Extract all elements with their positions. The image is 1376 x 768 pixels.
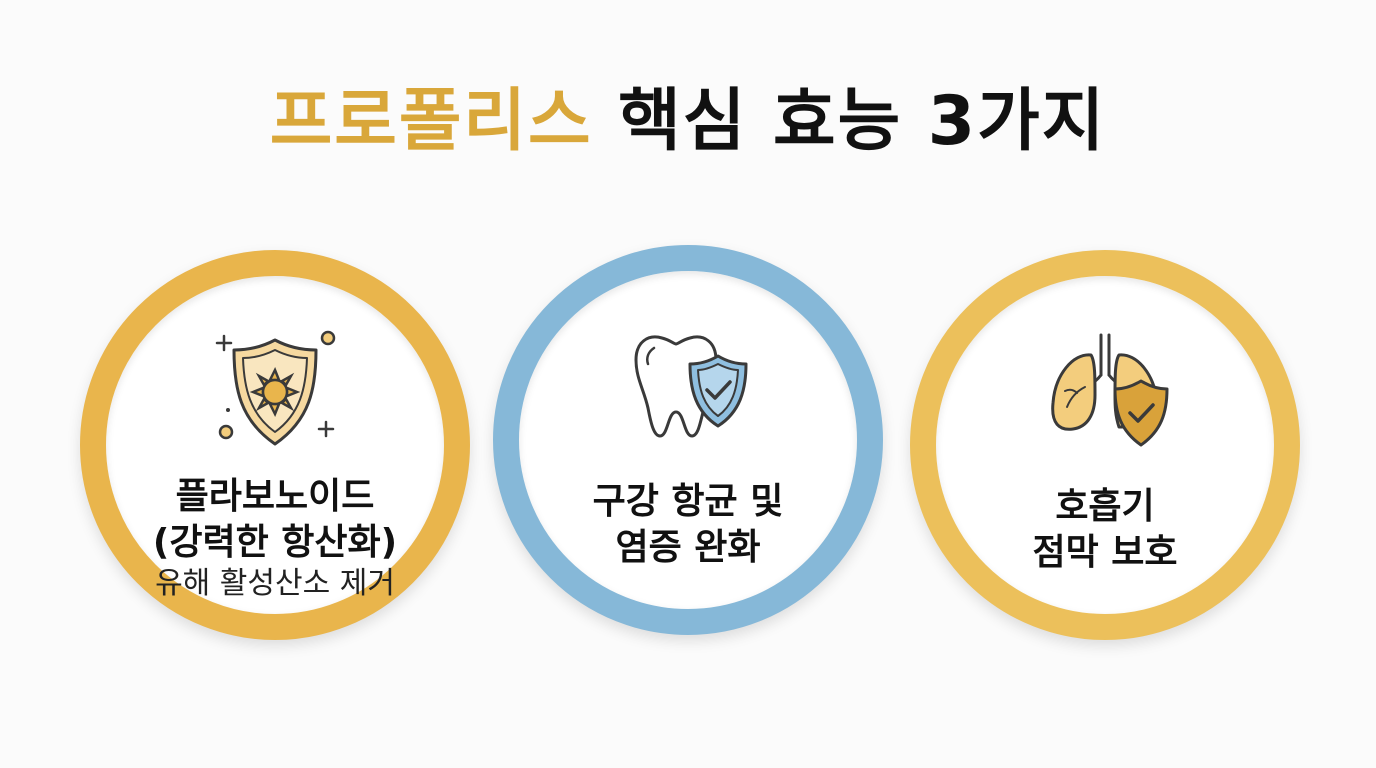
page-title: 프로폴리스 핵심 효능 3가지 (0, 82, 1376, 162)
tooth-shield-icon (634, 335, 748, 438)
card-label: 호흡기 점막 보호 (936, 484, 1274, 576)
card-label: 플라보노이드 (강력한 항산화) 유해 활성산소 제거 (106, 474, 444, 602)
sun-shield-icon (215, 330, 336, 446)
card-subtitle: 유해 활성산소 제거 (155, 566, 395, 601)
benefit-card-oral: 구강 항균 및 염증 완화 (493, 245, 883, 635)
card-title-line2: 점막 보호 (1032, 532, 1178, 573)
benefit-card-flavonoid: 플라보노이드 (강력한 항산화) 유해 활성산소 제거 (80, 250, 470, 640)
card-title-line1: 호흡기 (1055, 486, 1155, 527)
card-title-line1: 구강 항균 및 (592, 481, 784, 522)
title-highlight: 프로폴리스 (269, 82, 593, 161)
card-label: 구강 항균 및 염증 완화 (519, 479, 857, 571)
card-title-line2: (강력한 항산화) (152, 522, 398, 563)
benefit-card-respiratory: 호흡기 점막 보호 (910, 250, 1300, 640)
title-rest: 핵심 효능 3가지 (592, 82, 1107, 161)
card-title-line2: 염증 완화 (615, 527, 761, 568)
card-title-line1: 플라보노이드 (175, 476, 375, 517)
lungs-shield-icon (1051, 333, 1169, 447)
